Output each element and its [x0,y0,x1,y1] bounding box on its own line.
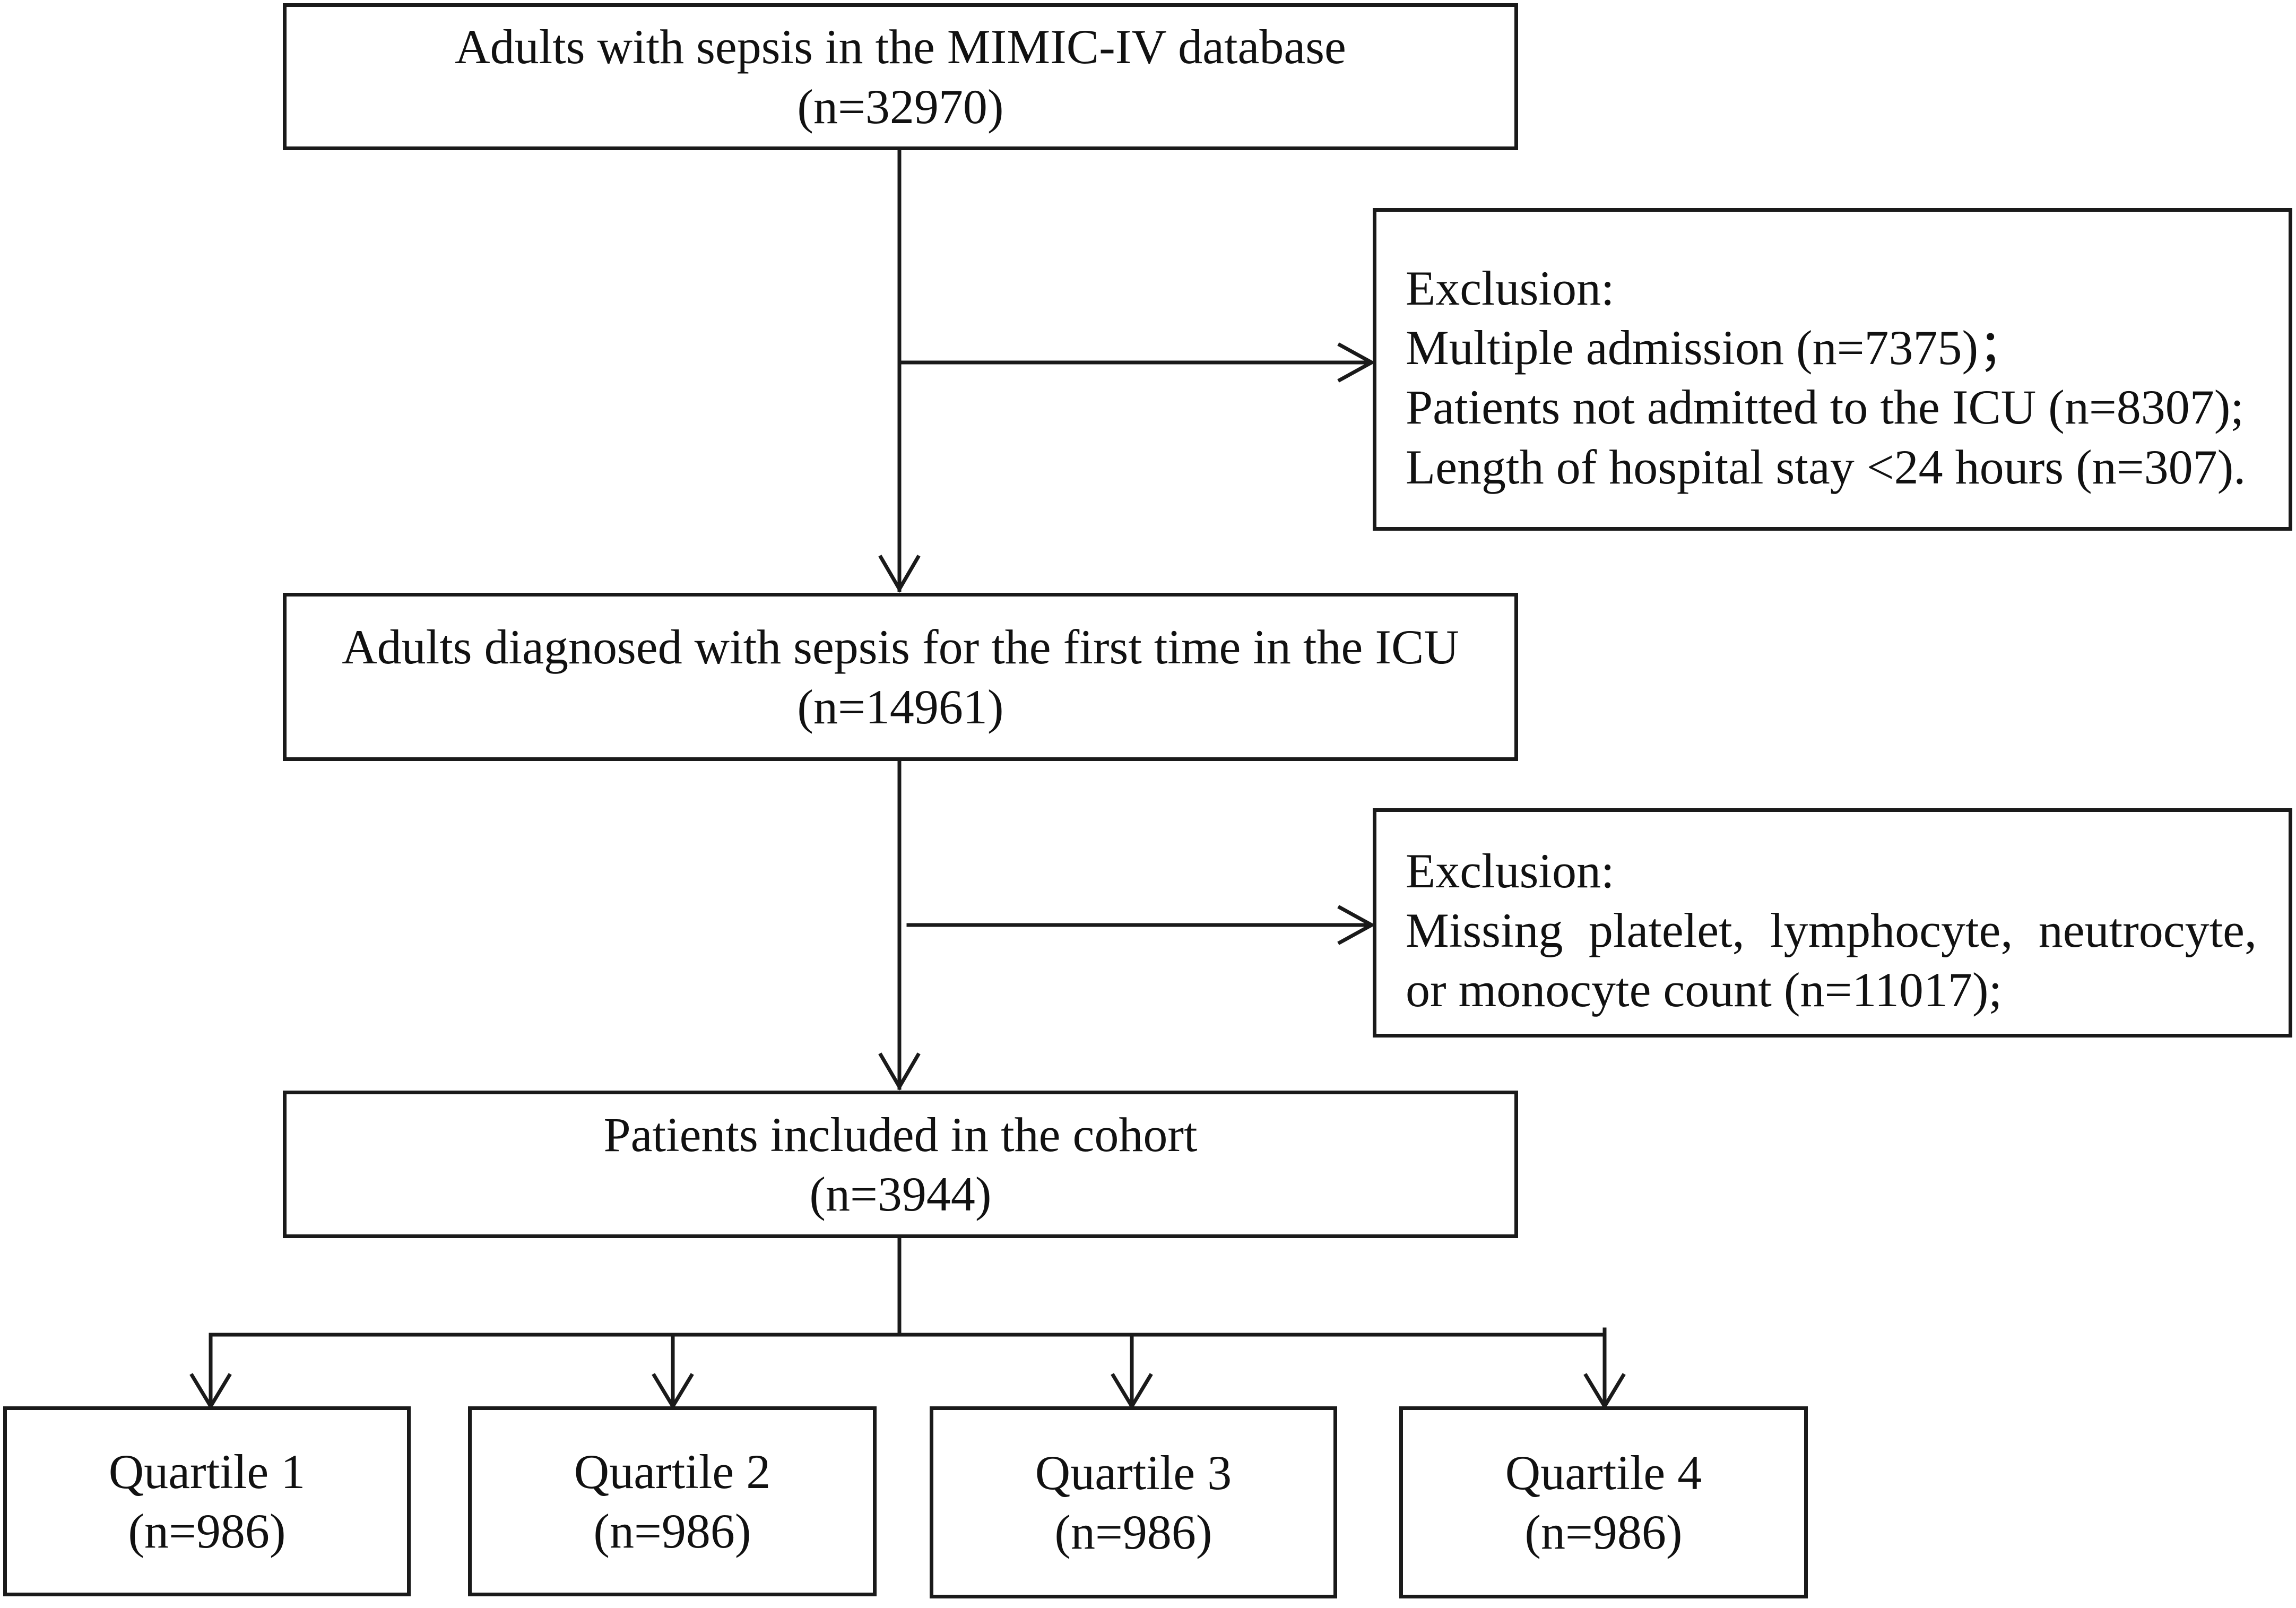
step-title: Adults diagnosed with sepsis for the fir… [342,620,1459,675]
exclusion-line: Multiple admission (n=7375)； [1406,321,2028,375]
exclusion-line: Patients not admitted to the ICU (n=8307… [1406,380,2244,435]
quartile-count: (n=986) [1054,1505,1212,1559]
exclusion-line: or monocyte count (n=11017); [1406,963,2003,1017]
step-count: (n=3944) [809,1167,992,1221]
step-title: Patients included in the cohort [603,1107,1198,1162]
step-count: (n=32970) [797,79,1004,134]
quartile-count: (n=986) [128,1504,286,1558]
step-box-sepsis-adults: Adults with sepsis in the MIMIC-IV datab… [283,3,1518,150]
quartile-label: Quartile 1 [108,1444,306,1499]
exclusion-heading: Exclusion: [1406,844,1615,898]
quartile-box-2: Quartile 2 (n=986) [468,1406,877,1596]
quartile-label: Quartile 4 [1505,1445,1702,1500]
quartile-count: (n=986) [1524,1505,1683,1559]
exclusion-box-2: Exclusion: Missing platelet, lymphocyte,… [1373,808,2292,1038]
quartile-box-4: Quartile 4 (n=986) [1399,1406,1808,1598]
step-count: (n=14961) [797,679,1004,734]
quartile-box-1: Quartile 1 (n=986) [3,1406,411,1596]
exclusion-heading: Exclusion: [1406,261,1615,315]
exclusion-line: Length of hospital stay <24 hours (n=307… [1406,439,2246,494]
step-box-first-icu-sepsis: Adults diagnosed with sepsis for the fir… [283,593,1518,761]
arrowhead-step2 [878,555,921,593]
arrowhead-exclusion-1 [1337,342,1376,383]
arrowhead-step3 [878,1052,921,1091]
quartile-label: Quartile 2 [574,1444,771,1499]
step-title: Adults with sepsis in the MIMIC-IV datab… [455,20,1346,74]
quartile-box-3: Quartile 3 (n=986) [930,1406,1337,1598]
exclusion-line: Missing platelet, lymphocyte, neutrocyte… [1406,903,2257,958]
step-box-cohort: Patients included in the cohort (n=3944) [283,1091,1518,1238]
quartile-count: (n=986) [593,1504,751,1558]
quartile-label: Quartile 3 [1035,1445,1232,1500]
arrowhead-exclusion-2 [1337,905,1376,945]
exclusion-box-1: Exclusion: Multiple admission (n=7375)； … [1373,208,2292,531]
